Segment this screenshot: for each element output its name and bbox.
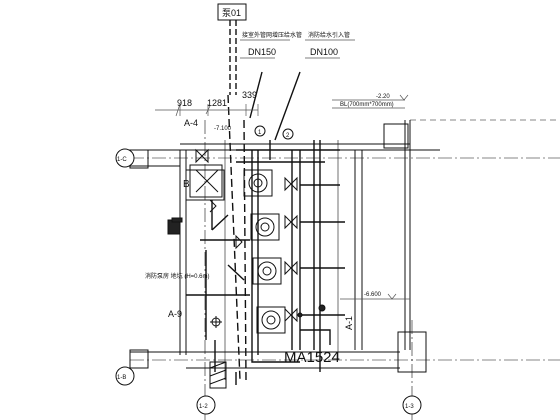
equipment-box (189, 164, 223, 198)
axis-bubbles (115, 125, 422, 415)
walls (130, 119, 560, 380)
pipe-left-size: DN150 (248, 47, 276, 57)
left-note: 消防泵房 地坑 (H=0.6m) (145, 272, 210, 280)
axis-13: 1-3 (405, 404, 414, 410)
fittings (210, 304, 326, 328)
drain-sump (167, 217, 227, 389)
marker-box (217, 3, 247, 21)
code-a9: A-9 (168, 309, 182, 319)
pump-1 (243, 169, 273, 197)
callout-1: 1 (258, 130, 262, 136)
pipe-right-size: DN100 (310, 47, 338, 57)
pipe-right-note: 消防给水引入管 (308, 31, 350, 39)
callout-2: 2 (286, 133, 290, 139)
top-marker: 泵01 (222, 8, 241, 18)
code-a1: A-1 (344, 316, 354, 330)
pump-3 (252, 257, 282, 285)
elev-right: -6.600 (364, 292, 382, 298)
beam-note: BL(700mm*700mm) (340, 102, 394, 108)
dim-b: 1281 (207, 98, 227, 108)
axis-12: 1-2 (199, 404, 208, 410)
room-code: MA1524 (284, 349, 340, 366)
columns (129, 123, 427, 373)
pump-4 (256, 306, 286, 334)
axis-1c: 1-C (117, 157, 127, 163)
box-label: B (183, 179, 190, 190)
pump-group (243, 169, 286, 334)
dim-c: 339 (242, 90, 257, 100)
dim-a: 918 (177, 98, 192, 108)
pipe-left-note: 接室外管网增压给水管 (242, 31, 302, 39)
code-a4: A-4 (184, 118, 198, 128)
main-supply-pipe (186, 20, 345, 385)
valves (195, 148, 298, 323)
elev-left: -7.100 (214, 126, 232, 132)
dimension-lines (155, 39, 410, 300)
axis-1b: 1-B (117, 375, 126, 381)
level-top: -2.20 (376, 94, 390, 100)
pump-2 (250, 213, 280, 241)
